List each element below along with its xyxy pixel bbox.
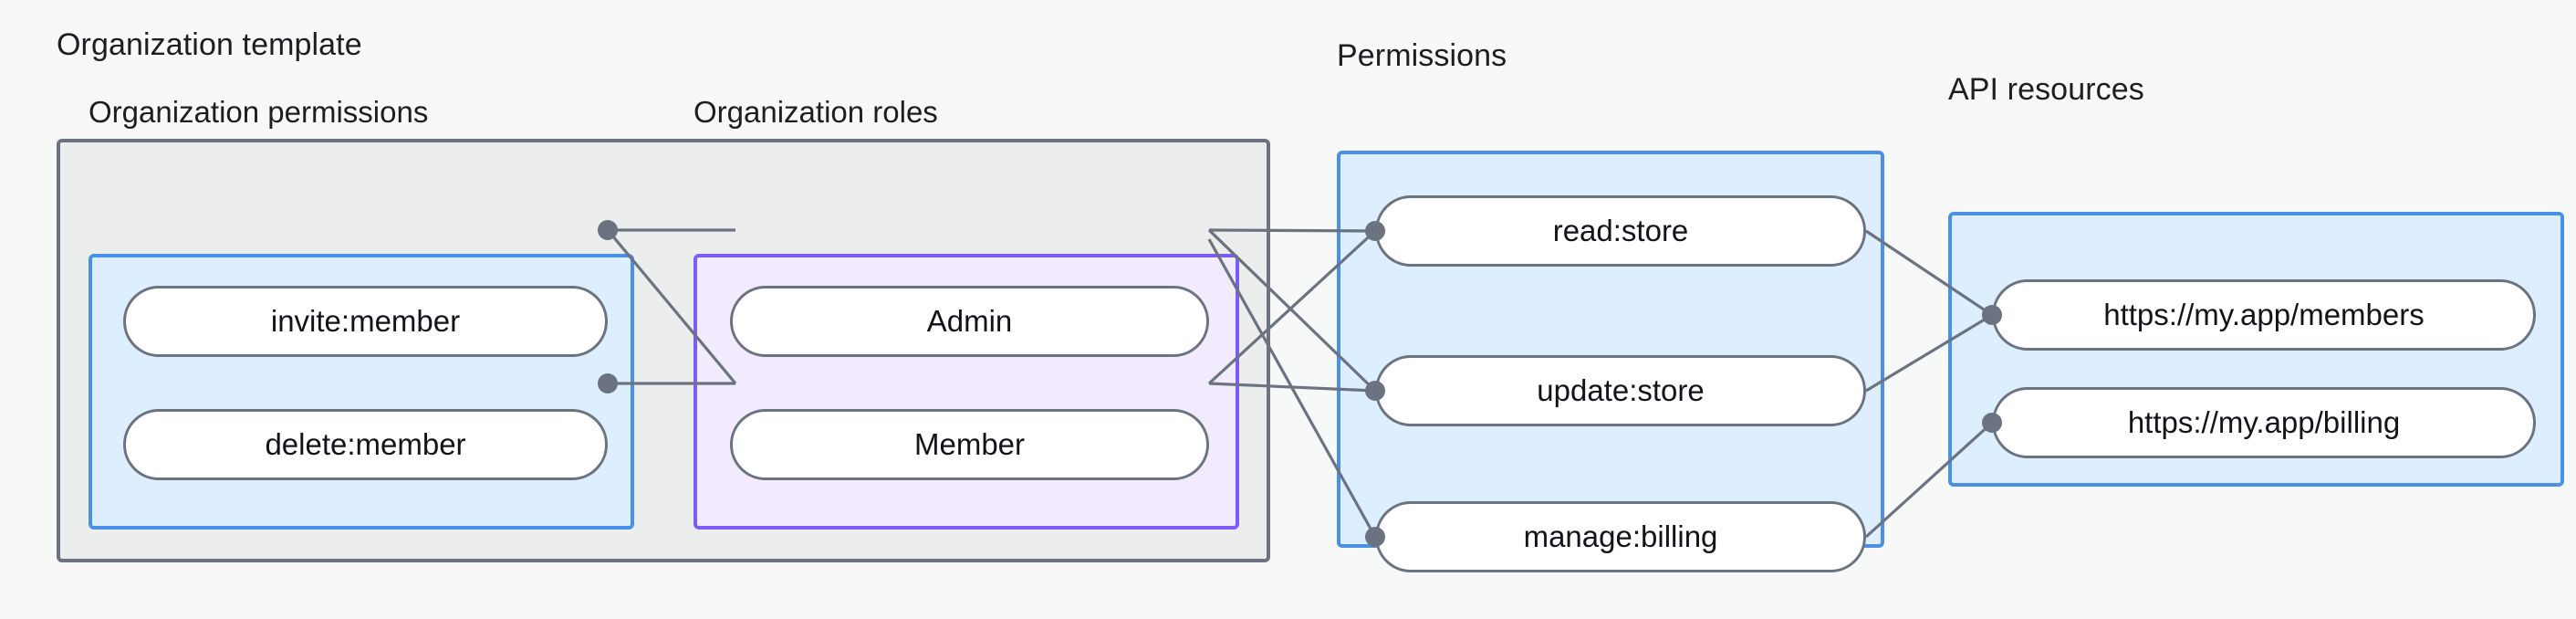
node-members-url[interactable]: https://my.app/members xyxy=(1992,279,2536,351)
group-title-permissions: Permissions xyxy=(1337,38,1507,73)
subgroup-title-organization-permissions: Organization permissions xyxy=(89,95,429,129)
node-update-store-label: update:store xyxy=(1537,373,1705,407)
node-update-store[interactable]: update:store xyxy=(1375,355,1866,426)
node-member[interactable]: Member xyxy=(730,409,1209,480)
node-invite-member-label: invite:member xyxy=(270,304,461,338)
node-read-store-label: read:store xyxy=(1552,214,1689,247)
node-delete-member-label: delete:member xyxy=(265,427,466,461)
node-admin[interactable]: Admin xyxy=(730,286,1209,357)
subgroup-title-organization-roles: Organization roles xyxy=(694,95,938,129)
node-invite-member[interactable]: invite:member xyxy=(123,286,608,357)
node-manage-billing-label: manage:billing xyxy=(1523,519,1718,553)
group-title-organization-template: Organization template xyxy=(57,27,362,62)
node-read-store[interactable]: read:store xyxy=(1375,195,1866,267)
node-admin-label: Admin xyxy=(926,304,1013,338)
node-members-url-label: https://my.app/members xyxy=(2103,298,2425,331)
node-member-label: Member xyxy=(913,427,1026,461)
node-delete-member[interactable]: delete:member xyxy=(123,409,608,480)
node-billing-url-label: https://my.app/billing xyxy=(2127,405,2401,439)
group-title-api-resources: API resources xyxy=(1948,72,2144,107)
node-billing-url[interactable]: https://my.app/billing xyxy=(1992,387,2536,458)
node-manage-billing[interactable]: manage:billing xyxy=(1375,501,1866,572)
